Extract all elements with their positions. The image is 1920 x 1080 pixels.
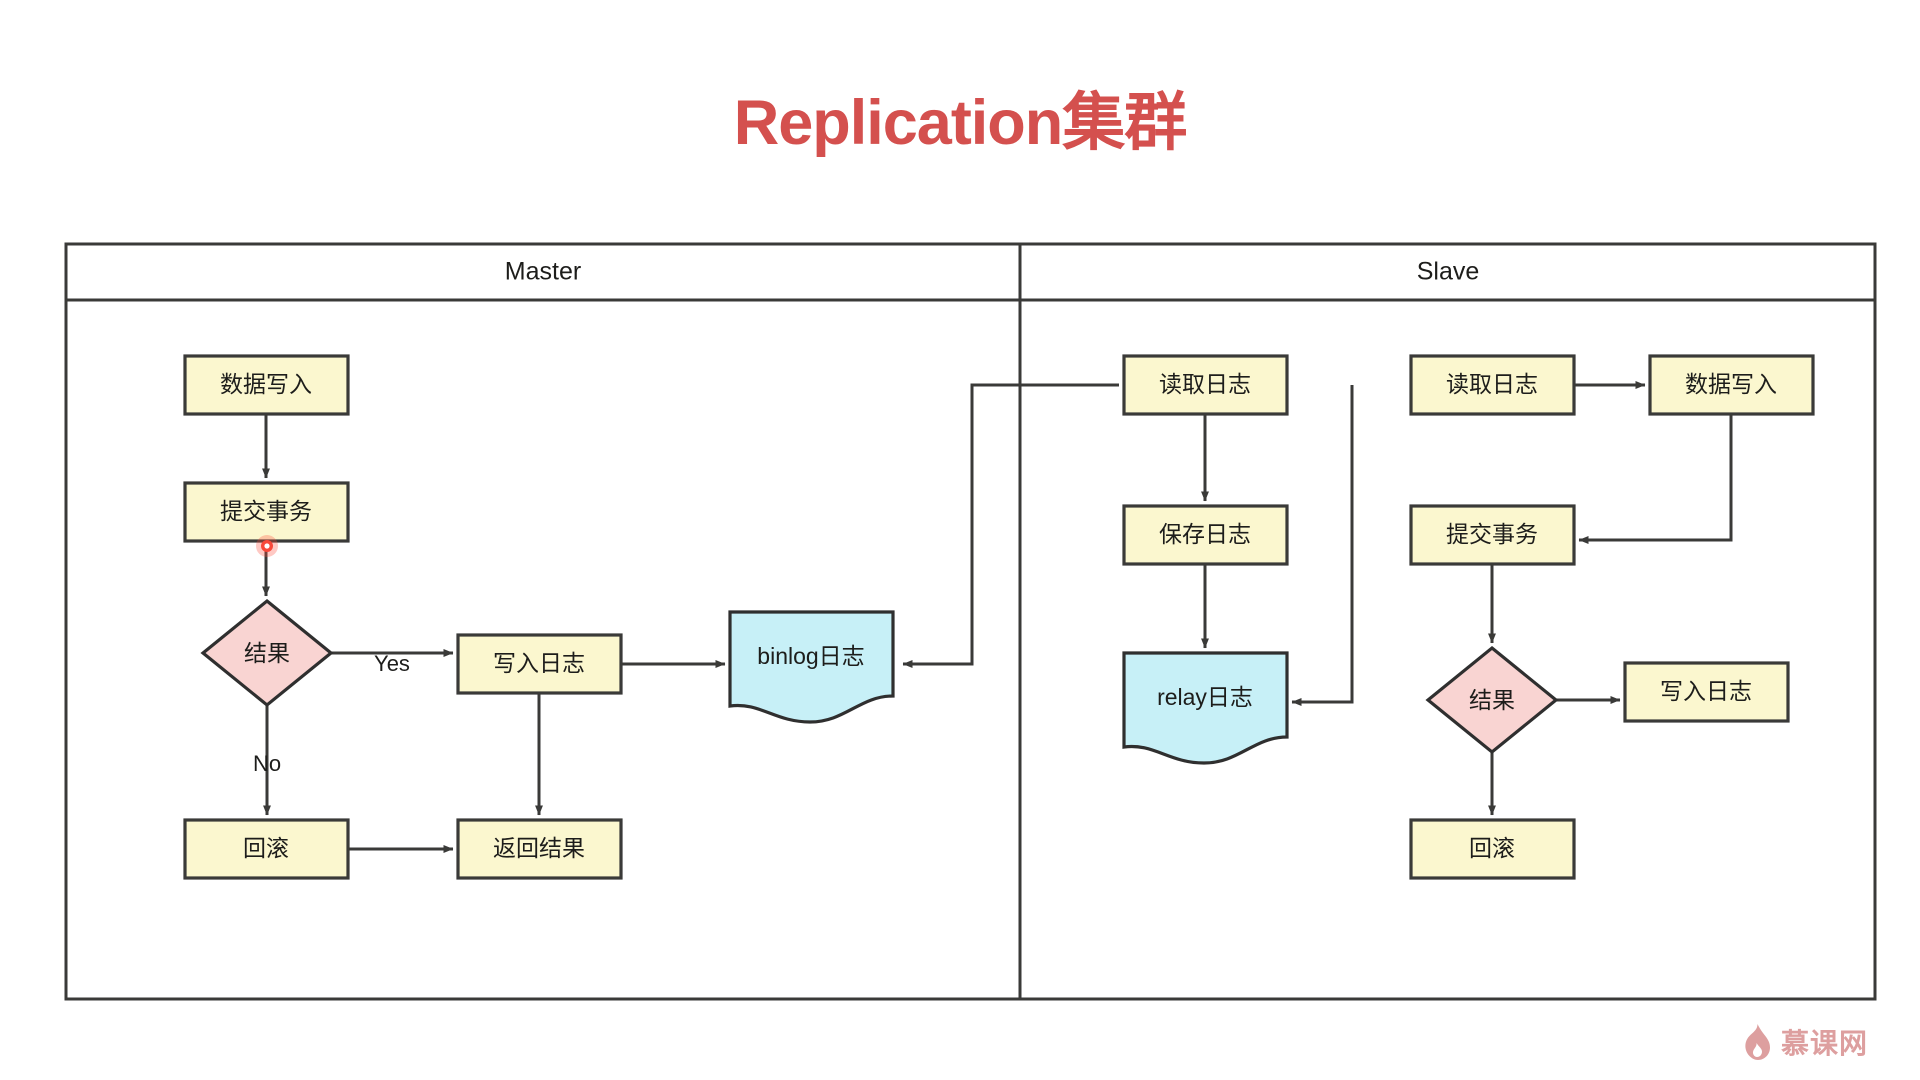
edge-slaveread-to-binlog: [902, 383, 1119, 668]
node-label: 结果: [1469, 687, 1515, 713]
node-m-write[interactable]: 数据写入: [183, 354, 350, 416]
node-s-rollback[interactable]: 回滚: [1409, 818, 1576, 880]
node-label: 回滚: [1469, 835, 1515, 861]
node-m-writelog[interactable]: 写入日志: [456, 633, 623, 695]
lane-label-master: Master: [505, 258, 581, 286]
node-s-data-write[interactable]: 数据写入: [1648, 354, 1815, 416]
node-label: 回滚: [243, 835, 289, 861]
diagram-frame: [64, 242, 1877, 1001]
node-label: 数据写入: [1685, 371, 1777, 397]
node-label: 提交事务: [220, 498, 312, 524]
flame-icon: [1745, 1024, 1770, 1060]
edge-label-no: No: [253, 751, 281, 776]
node-m-result-decision[interactable]: 结果: [200, 598, 334, 708]
node-m-binlog-document[interactable]: binlog日志: [728, 610, 895, 724]
node-s-save-log[interactable]: 保存日志: [1122, 504, 1289, 566]
node-label: 提交事务: [1446, 521, 1538, 547]
node-label: 结果: [244, 640, 290, 666]
node-m-commit[interactable]: 提交事务: [183, 481, 350, 543]
node-s-result-decision[interactable]: 结果: [1425, 645, 1559, 755]
node-label: 读取日志: [1159, 371, 1251, 397]
node-s-relay-document[interactable]: relay日志: [1122, 651, 1289, 765]
edge-swrite-to-scommit: [1578, 414, 1733, 544]
node-s-commit[interactable]: 提交事务: [1409, 504, 1576, 566]
node-label: 数据写入: [220, 371, 312, 397]
watermark-text: 慕课网: [1780, 1028, 1868, 1059]
node-label: 写入日志: [1660, 678, 1752, 704]
node-s-read-log-2[interactable]: 读取日志: [1409, 354, 1576, 416]
watermark: 慕课网: [1739, 1022, 1868, 1062]
page-title: Replication集群: [733, 88, 1188, 158]
node-label: 返回结果: [493, 835, 585, 861]
node-label: 写入日志: [493, 650, 585, 676]
node-label: binlog日志: [757, 643, 864, 669]
edge-relay-to-sread2: [1291, 385, 1354, 706]
node-label: relay日志: [1157, 684, 1253, 710]
lane-label-slave: Slave: [1417, 258, 1480, 286]
edge-label-yes: Yes: [374, 651, 410, 676]
commit-hotspot-marker: [256, 535, 278, 557]
node-s-read-log-1[interactable]: 读取日志: [1122, 354, 1289, 416]
node-label: 读取日志: [1446, 371, 1538, 397]
node-s-writelog[interactable]: 写入日志: [1623, 661, 1790, 723]
node-m-rollback[interactable]: 回滚: [183, 818, 350, 880]
node-m-return[interactable]: 返回结果: [456, 818, 623, 880]
node-label: 保存日志: [1159, 521, 1251, 547]
